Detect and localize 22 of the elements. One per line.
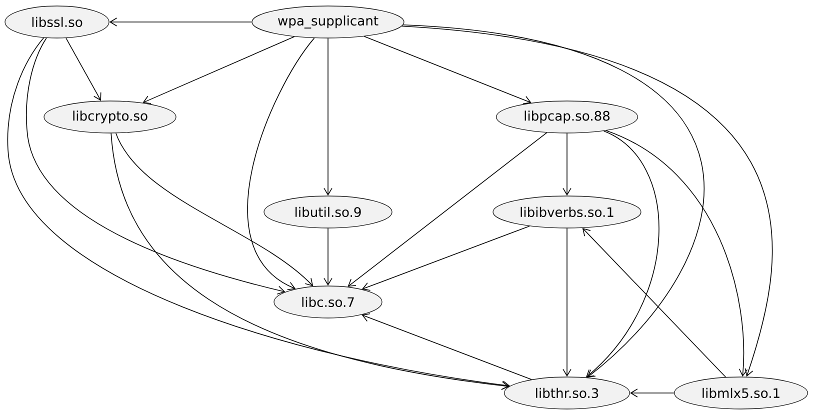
arrow bbox=[562, 228, 572, 377]
arrow bbox=[562, 132, 572, 196]
arrow bbox=[362, 313, 532, 380]
arrow bbox=[606, 130, 748, 377]
arrow bbox=[324, 38, 332, 196]
arrow bbox=[110, 132, 510, 390]
arrow bbox=[362, 226, 530, 291]
arrow bbox=[364, 36, 532, 104]
arrow bbox=[586, 130, 660, 378]
arrow bbox=[630, 388, 674, 398]
arrow bbox=[142, 36, 295, 104]
arrow bbox=[247, 38, 315, 290]
arrow bbox=[402, 24, 704, 378]
arrow bbox=[324, 228, 332, 286]
arrow bbox=[66, 38, 102, 101]
arrow bbox=[26, 38, 286, 294]
arrow bbox=[348, 132, 548, 287]
arrow bbox=[401, 26, 772, 377]
arrow bbox=[7, 37, 510, 390]
arrow bbox=[109, 18, 252, 26]
arrow bbox=[115, 132, 314, 286]
arrow bbox=[582, 228, 726, 378]
